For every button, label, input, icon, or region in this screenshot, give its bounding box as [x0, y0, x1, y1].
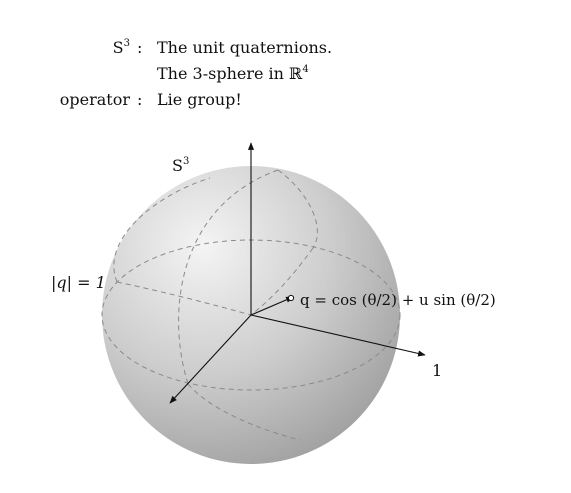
axis-one-label: 1	[432, 361, 442, 380]
meridian-right-dashed	[277, 169, 318, 249]
q-vector	[250, 296, 294, 316]
radius-label: |q| = 1	[51, 273, 106, 292]
header-unit-quaternions: The unit quaternions.	[157, 38, 332, 57]
header-operator-label: operator	[60, 90, 131, 109]
great-circle-dashed-2	[116, 281, 252, 316]
header-three-sphere: The 3-sphere in ℝ4	[157, 64, 309, 83]
meridian-left-dashed	[178, 169, 279, 385]
axes	[169, 142, 426, 404]
axis-one	[250, 314, 426, 357]
diagonal-axis	[169, 314, 252, 404]
q-point	[287, 294, 295, 302]
header-block: S3 : The unit quaternions. The 3-sphere …	[60, 38, 332, 109]
header-colon-3: :	[137, 90, 142, 109]
header-lie-group: Lie group!	[157, 90, 242, 109]
great-circle-dashed-4	[187, 383, 301, 441]
header-s3-label: S3	[113, 38, 130, 57]
great-circle-dashed-1	[250, 247, 314, 316]
header-colon-1: :	[137, 38, 142, 57]
quaternion-formula: q = cos (θ/2) + u sin (θ/2)	[300, 291, 496, 309]
sphere-label-s3: S3	[172, 156, 189, 175]
